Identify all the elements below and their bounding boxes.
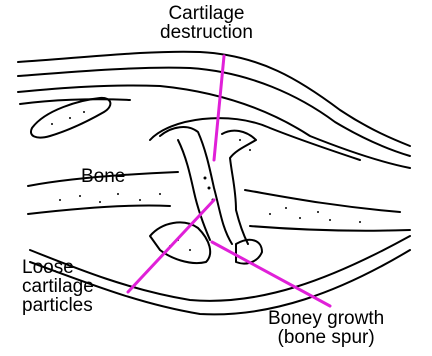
label-line: destruction — [160, 23, 253, 42]
label-bone: Bone — [81, 167, 125, 186]
soft-tissue-layer — [18, 68, 410, 156]
label-line: Boney growth — [268, 309, 384, 328]
label-loose-cartilage-particles: Loose cartilage particles — [22, 258, 94, 315]
label-line: Loose — [22, 258, 94, 277]
bone-spur — [236, 240, 262, 264]
leader-line-bone-spur — [212, 242, 330, 306]
upper-bone-outline — [28, 205, 170, 214]
label-line: (bone spur) — [268, 328, 384, 347]
label-line: cartilage — [22, 277, 94, 296]
lower-bone-outline — [245, 190, 400, 212]
lower-bone-outline — [250, 226, 410, 231]
label-cartilage-destruction: Cartilage destruction — [160, 4, 253, 42]
label-line: Cartilage — [160, 4, 253, 23]
label-line: particles — [22, 296, 94, 315]
label-boney-growth: Boney growth (bone spur) — [268, 309, 384, 347]
leader-line-loose-particles — [128, 200, 214, 292]
